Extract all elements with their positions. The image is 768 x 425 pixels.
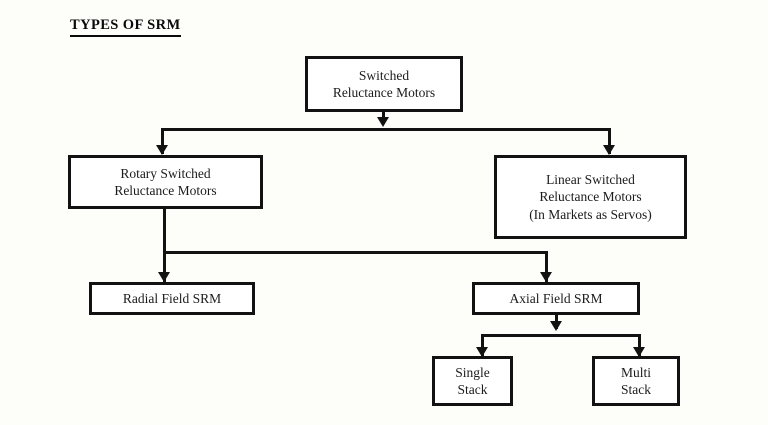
connector-drop-single — [481, 334, 484, 356]
arrow-into-axial — [540, 272, 552, 282]
node-multi-stack[interactable]: Multi Stack — [592, 356, 680, 406]
node-axial-field-srm[interactable]: Axial Field SRM — [472, 282, 640, 315]
node-switched-reluctance-motors[interactable]: Switched Reluctance Motors — [305, 56, 463, 112]
arrow-root-down — [377, 117, 389, 127]
node-line: Radial Field SRM — [122, 290, 222, 306]
node-line: (In Markets as Servos) — [529, 206, 652, 222]
node-line: Stack — [457, 382, 488, 397]
arrow-into-linear — [603, 145, 615, 155]
arrow-into-multi — [633, 347, 645, 357]
connector-drop-axial — [545, 251, 548, 283]
node-line: Stack — [621, 382, 651, 397]
node-line: Linear Switched — [546, 172, 635, 188]
node-line: Switched — [358, 67, 410, 83]
node-single-stack[interactable]: Single Stack — [432, 356, 513, 406]
node-line: Rotary Switched — [120, 165, 211, 181]
node-radial-field-srm[interactable]: Radial Field SRM — [89, 282, 255, 315]
arrow-into-rotary — [156, 145, 168, 155]
arrow-into-single — [476, 347, 488, 357]
connector-drop-linear — [608, 128, 611, 154]
node-line: Reluctance Motors — [332, 85, 436, 100]
page-title: TYPES OF SRM — [70, 17, 181, 37]
node-line: Multi — [620, 364, 651, 380]
connector-rotary-stem — [163, 209, 166, 283]
node-rotary-switched-reluctance-motors[interactable]: Rotary Switched Reluctance Motors — [68, 155, 263, 209]
node-line: Reluctance Motors — [539, 189, 642, 205]
node-line: Axial Field SRM — [509, 290, 603, 306]
connector-bus-level3 — [481, 334, 641, 337]
node-line: Single — [455, 364, 490, 380]
connector-bus-level1 — [161, 128, 611, 131]
arrow-axial-down — [550, 321, 562, 331]
node-line: Reluctance Motors — [114, 183, 217, 198]
connector-bus-level2 — [163, 251, 548, 254]
connector-drop-rotary — [161, 128, 164, 154]
node-linear-switched-reluctance-motors[interactable]: Linear Switched Reluctance Motors (In Ma… — [494, 155, 687, 239]
connector-drop-multi — [638, 334, 641, 356]
arrow-into-radial — [158, 272, 170, 282]
